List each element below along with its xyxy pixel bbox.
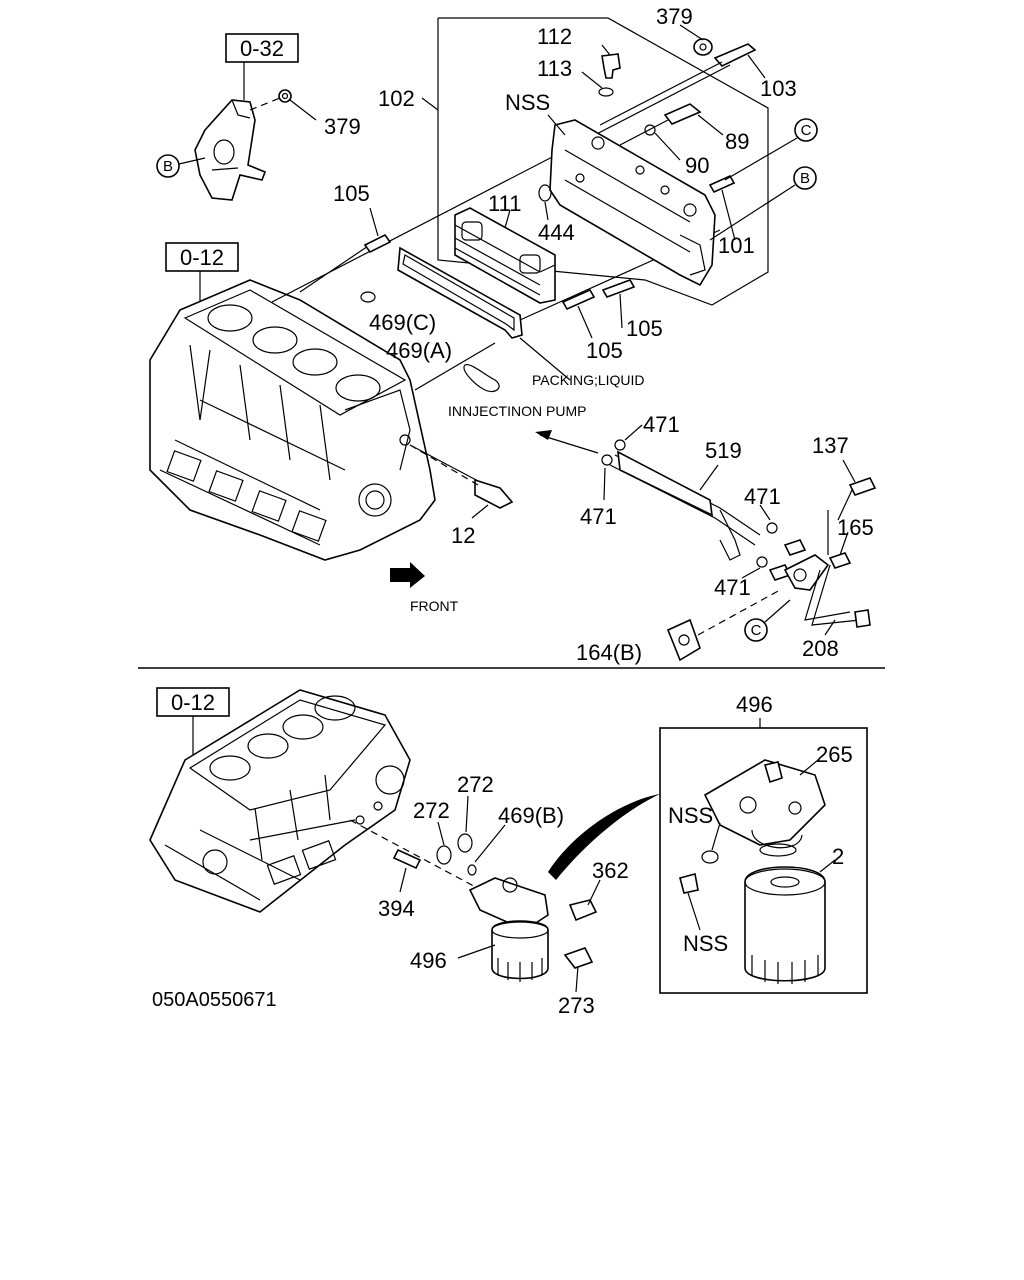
o-ring-469b	[467, 864, 477, 876]
drawing-code: 050A0550671	[152, 989, 277, 1011]
label-102: 102	[378, 86, 415, 111]
oil-pipe-519	[535, 430, 807, 581]
label-105-mid: 105	[586, 338, 623, 363]
label-272-b: 272	[413, 798, 450, 823]
stud-105-mid	[561, 288, 596, 311]
washer-379-left	[278, 89, 292, 103]
label-496-box: 496	[736, 692, 773, 717]
stud-394	[392, 848, 422, 870]
label-137: 137	[812, 433, 849, 458]
label-105-left: 105	[333, 181, 370, 206]
label-111: 111	[488, 191, 521, 216]
label-273: 273	[558, 993, 595, 1018]
gasket-164b	[666, 618, 701, 662]
leader-lines-bottom	[399, 718, 836, 993]
label-packing-liquid: PACKING;LIQUID	[532, 372, 645, 388]
ref-box-0-12-bottom: 0-12	[156, 687, 230, 760]
leader-lines-top	[289, 24, 856, 636]
label-394: 394	[378, 896, 415, 921]
label-90: 90	[685, 153, 709, 178]
svg-text:B: B	[163, 158, 173, 175]
label-208: 208	[802, 636, 839, 661]
label-444: 444	[538, 220, 575, 245]
label-379-top: 379	[656, 4, 693, 29]
oil-filter-assembly-small	[468, 877, 598, 982]
label-nss-mid: NSS	[668, 803, 713, 828]
label-265: 265	[816, 742, 853, 767]
callout-b-cooler: B	[709, 166, 817, 241]
label-nss-low: NSS	[683, 931, 728, 956]
oil-pipe-208-assembly	[783, 477, 877, 628]
label-469a: 469(A)	[386, 338, 452, 363]
label-469b: 469(B)	[498, 803, 564, 828]
engine-block-bottom	[149, 689, 411, 913]
label-89: 89	[725, 129, 749, 154]
label-496: 496	[410, 948, 447, 973]
label-2: 2	[832, 844, 844, 869]
label-379-left: 379	[324, 114, 361, 139]
svg-text:0-12: 0-12	[180, 245, 224, 270]
svg-text:0-12: 0-12	[171, 690, 215, 715]
svg-text:C: C	[801, 122, 812, 139]
label-105-right: 105	[626, 316, 663, 341]
engine-block-top	[149, 279, 436, 561]
label-103: 103	[760, 76, 797, 101]
label-12: 12	[451, 523, 475, 548]
label-nss-top: NSS	[505, 90, 550, 115]
label-519: 519	[705, 438, 742, 463]
label-471-d: 471	[714, 575, 751, 600]
svg-text:B: B	[800, 170, 810, 187]
label-164b: 164(B)	[576, 640, 642, 665]
ref-0-32-label: 0-32	[240, 36, 284, 61]
o-ring-272-b	[457, 833, 473, 853]
o-ring-469c	[360, 291, 376, 303]
ref-box-0-32: 0-32	[225, 33, 299, 100]
label-injection-pump: INNJECTINON PUMP	[448, 403, 586, 419]
label-front: FRONT	[410, 598, 459, 614]
stud-105-right	[601, 279, 636, 298]
union-12	[474, 478, 514, 509]
o-ring-nss-mid	[701, 850, 719, 864]
label-165: 165	[837, 515, 874, 540]
label-113: 113	[537, 56, 572, 81]
label-469c: 469(C)	[369, 310, 436, 335]
label-471-c: 471	[580, 504, 617, 529]
label-471-a: 471	[643, 412, 680, 437]
callout-b-thermostat: B	[156, 154, 206, 178]
detail-pointer	[548, 794, 660, 880]
label-112: 112	[537, 24, 572, 49]
o-ring-469a	[463, 363, 500, 393]
filter-head-265	[679, 759, 826, 894]
label-471-b: 471	[744, 484, 781, 509]
label-101: 101	[718, 233, 755, 258]
oil-cooler-assembly	[454, 38, 757, 304]
thermostat-housing	[194, 89, 292, 201]
front-arrow-icon	[390, 562, 425, 588]
svg-text:C: C	[751, 622, 762, 639]
stud-105-left	[363, 233, 392, 254]
label-362: 362	[592, 858, 629, 883]
oil-filter-2	[744, 866, 826, 984]
label-272-a: 272	[457, 772, 494, 797]
o-ring-272-a	[436, 845, 452, 865]
callout-c-cooler: C	[724, 118, 818, 181]
callout-c-pipe: C	[744, 599, 791, 642]
